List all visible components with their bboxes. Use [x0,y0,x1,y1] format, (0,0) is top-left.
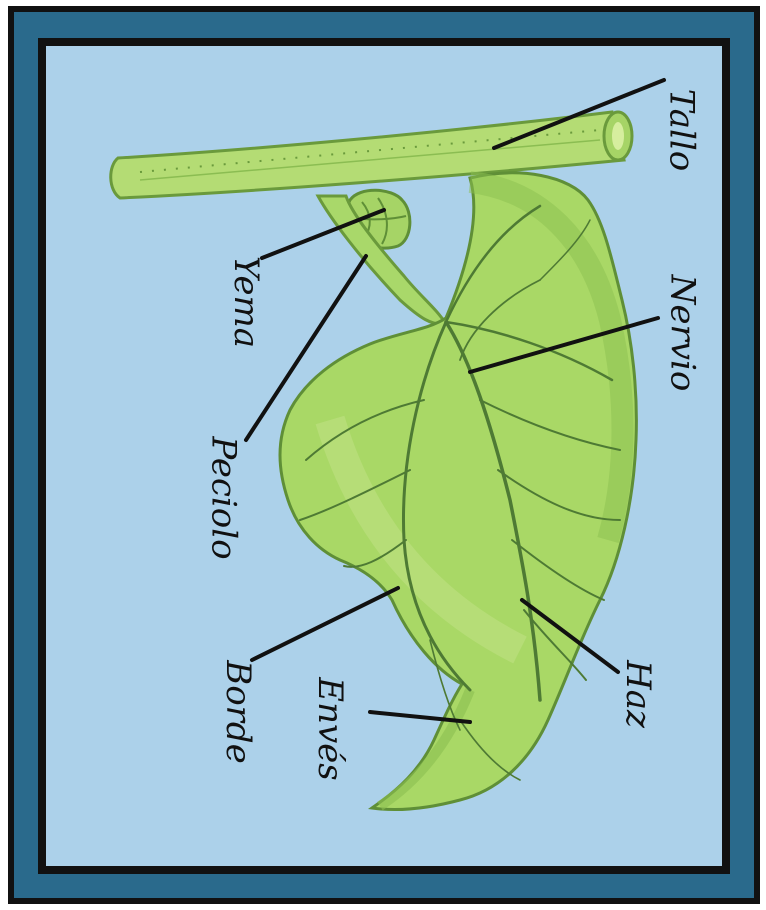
label-tallo: Tallo [661,89,701,172]
label-enves: Envés [310,677,350,781]
label-peciolo: Peciolo [204,436,244,559]
label-haz: Haz [618,660,658,728]
label-yema: Yema [226,256,266,348]
label-nervio: Nervio [662,275,702,392]
label-borde: Borde [218,660,258,764]
